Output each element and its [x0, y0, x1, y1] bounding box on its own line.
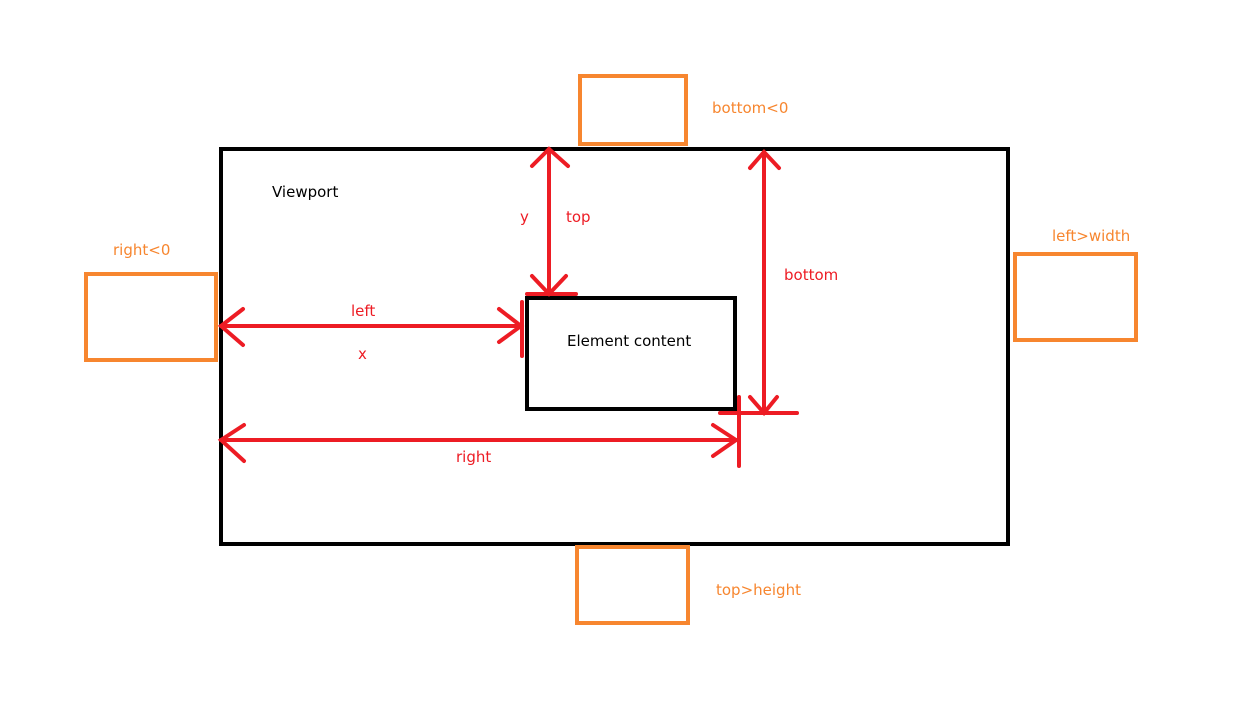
top-gt-height-label: top>height	[716, 581, 801, 599]
right-arrow	[217, 395, 741, 468]
bottom-label: bottom	[784, 266, 838, 284]
offscreen-box-top	[578, 74, 688, 146]
left-gt-width-label: left>width	[1052, 227, 1130, 245]
y-label: y	[520, 208, 529, 226]
right-label: right	[456, 448, 491, 466]
viewport-box	[219, 147, 1010, 546]
element-content-label: Element content	[567, 332, 691, 350]
left-label: left	[351, 302, 375, 320]
top-arrow	[525, 146, 578, 297]
x-label: x	[358, 345, 367, 363]
offscreen-box-right	[1013, 252, 1138, 342]
right-lt-0-label: right<0	[113, 241, 170, 259]
top-label: top	[566, 208, 591, 226]
left-arrow	[217, 300, 525, 358]
offscreen-box-left	[84, 272, 218, 362]
bottom-lt-0-label: bottom<0	[712, 99, 788, 117]
bottom-arrow	[718, 149, 799, 417]
offscreen-box-bottom	[575, 545, 690, 625]
viewport-label: Viewport	[272, 183, 338, 201]
element-content-box	[525, 296, 737, 411]
